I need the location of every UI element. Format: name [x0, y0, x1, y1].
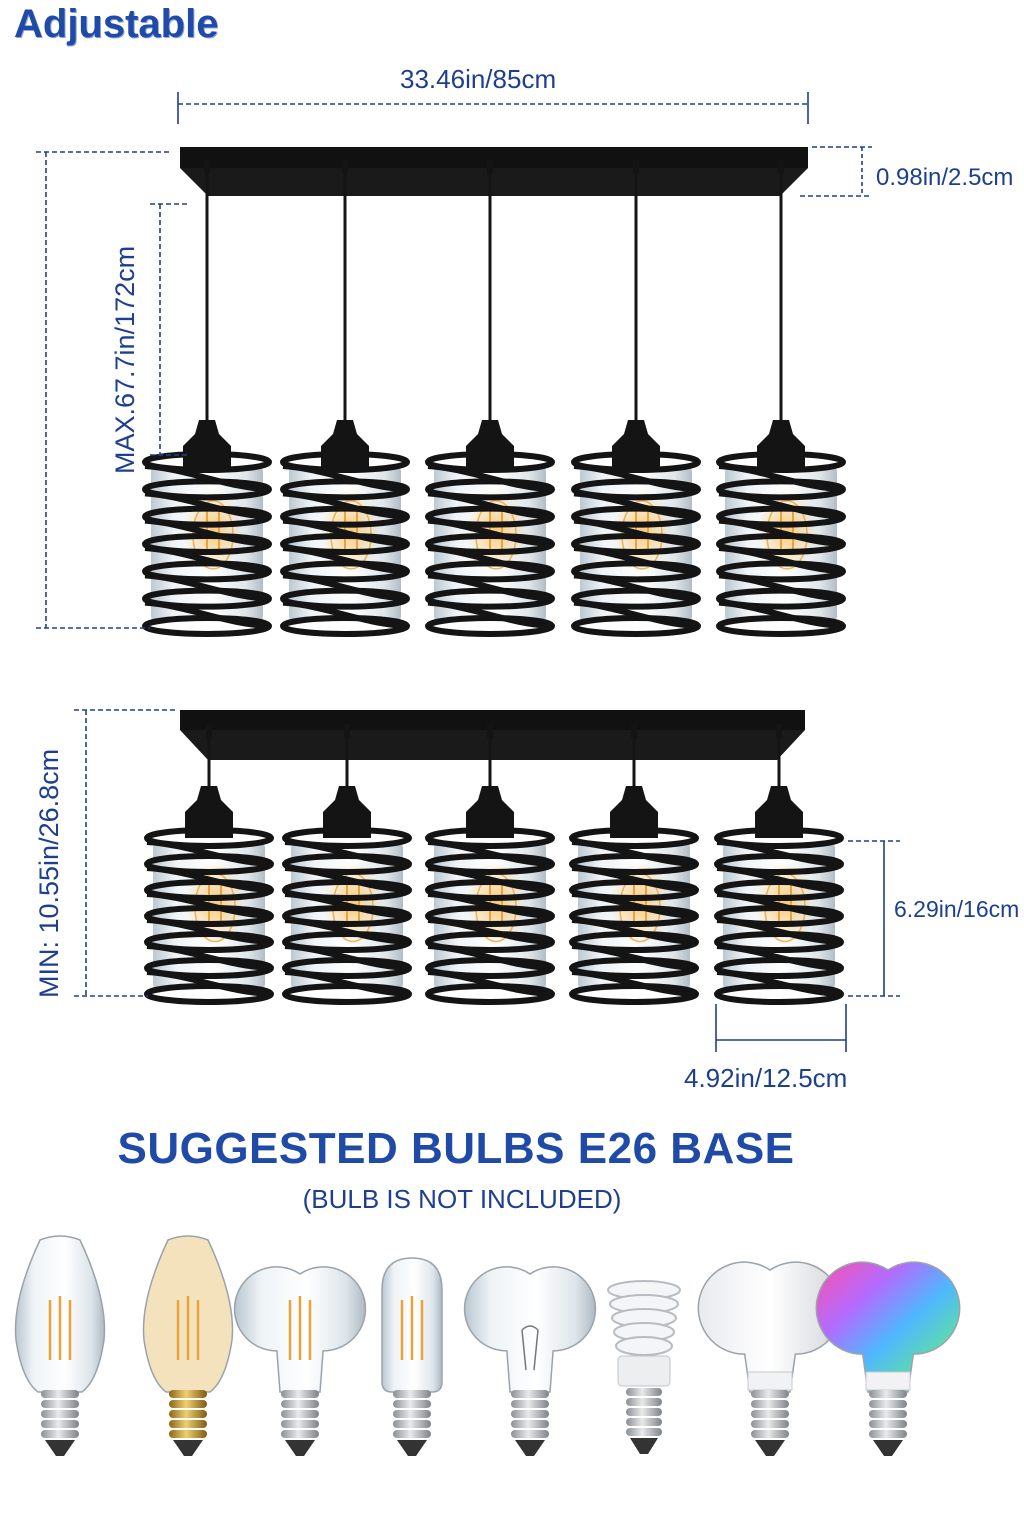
pendant-top-2 [280, 160, 410, 637]
min-height-label: MIN: 10.55in/26.8cm [34, 748, 64, 998]
width-label: 33.46in/85cm [400, 64, 557, 94]
bulbs-title: SUGGESTED BULBS E26 BASE [117, 1124, 795, 1173]
bulbs-subtitle: (BULB IS NOT INCLUDED) [302, 1184, 622, 1214]
pendant-top-4 [571, 160, 701, 637]
a19-filament-bulb-icon [233, 1266, 367, 1456]
st64-amber-filament-bulb-icon [142, 1235, 234, 1456]
shade-height-label: 6.29in/16cm [894, 896, 1020, 922]
st64-filament-bulb-icon [14, 1235, 106, 1456]
max-height-label: MAX.67.7in/172cm [110, 245, 140, 474]
pendant-top-1 [142, 160, 272, 637]
page-title: Adjustable [14, 2, 219, 46]
pendant-bottom-5 [714, 724, 844, 1005]
a19-incandescent-bulb-icon [463, 1266, 597, 1456]
pendant-bottom-1 [144, 724, 274, 1005]
spiral-cfl-bulb-icon [607, 1280, 681, 1454]
pendant-bottom-2 [282, 724, 412, 1005]
a19-rgb-led-bulb-icon [815, 1261, 961, 1456]
pendant-bottom-3 [425, 724, 555, 1005]
canopy-height-label: 0.98in/2.5cm [876, 164, 1014, 191]
pendant-top-5 [716, 160, 846, 637]
dimension-lines [36, 92, 900, 1052]
a19-led-bulb-icon [697, 1261, 843, 1456]
pendant-top-3 [425, 160, 555, 637]
top-fixture [180, 147, 808, 196]
t45-filament-bulb-icon [381, 1257, 443, 1456]
pendant-bottom-4 [569, 724, 699, 1005]
shade-width-label: 4.92in/12.5cm [684, 1063, 848, 1093]
